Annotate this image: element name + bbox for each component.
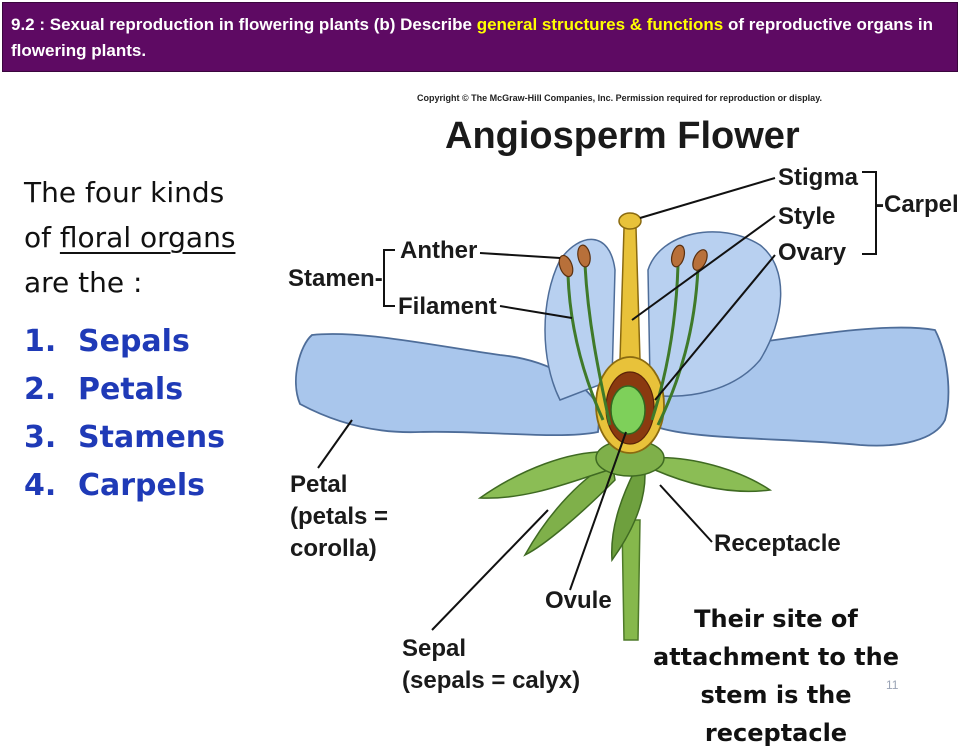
flower-diagram: Copyright © The McGraw-Hill Companies, I… xyxy=(288,93,959,694)
leader-ovule xyxy=(569,431,627,591)
organ-number: 1. xyxy=(24,324,57,359)
label-stigma: Stigma xyxy=(778,164,859,191)
organ-name: Sepals xyxy=(78,324,190,359)
anther-4 xyxy=(692,249,708,271)
organ-name: Carpels xyxy=(78,468,206,503)
organ-name: Stamens xyxy=(78,420,226,455)
label-sepal: Sepal xyxy=(402,635,466,662)
leader-receptacle xyxy=(659,484,713,543)
diagram-title: Angiosperm Flower xyxy=(445,115,800,157)
anther-1 xyxy=(558,254,574,278)
label-stamen: Stamen- xyxy=(288,265,383,292)
label-petal-plural: (petals = xyxy=(290,503,388,530)
organ-list: 1. Sepals 2. Petals 3. Stamens 4. Carpels xyxy=(24,318,225,510)
petal-left xyxy=(295,333,601,437)
anther-3 xyxy=(670,244,686,268)
lead-line-3: are the : xyxy=(24,266,143,299)
organ-item-carpels: 4. Carpels xyxy=(24,462,225,510)
anther-2 xyxy=(577,244,591,268)
note-line-2: attachment to the xyxy=(653,643,899,671)
leader-sepal xyxy=(431,509,549,631)
filament-2 xyxy=(583,264,612,426)
leader-stigma xyxy=(639,177,776,219)
leader-petal xyxy=(317,419,353,469)
lead-line-2-prefix: of xyxy=(24,221,60,254)
label-corolla: corolla) xyxy=(290,535,377,562)
filament-4 xyxy=(656,267,700,426)
ovule xyxy=(610,385,646,435)
title-part-2: of reproductive organs in flowering plan… xyxy=(11,15,933,60)
title-highlight: general structures & functions xyxy=(476,15,724,34)
title-part-1: 9.2 : Sexual reproduction in flowering p… xyxy=(11,15,477,34)
organ-item-stamens: 3. Stamens xyxy=(24,414,225,462)
petal-back-right xyxy=(647,231,782,397)
organ-number: 3. xyxy=(24,420,57,455)
sepal-front xyxy=(611,468,646,563)
label-anther: Anther xyxy=(400,237,477,264)
title-bar: 9.2 : Sexual reproduction in flowering p… xyxy=(2,2,958,72)
organ-item-sepals: 1. Sepals xyxy=(24,318,225,366)
lead-text: The four kinds of floral organs are the … xyxy=(24,170,274,305)
sepal-left xyxy=(523,460,616,557)
filament-1 xyxy=(566,274,605,421)
sepal-right xyxy=(648,456,773,493)
receptacle-note: Their site of attachment to the stem is … xyxy=(628,600,924,752)
style xyxy=(619,227,641,361)
label-calyx: (sepals = calyx) xyxy=(402,667,580,694)
carpel-bracket xyxy=(862,171,877,255)
organ-name: Petals xyxy=(78,372,184,407)
leader-anther xyxy=(479,252,561,259)
note-line-3: stem is the receptacle xyxy=(700,681,852,747)
copyright-notice: Copyright © The McGraw-Hill Companies, I… xyxy=(417,93,822,103)
sepal-mid-left xyxy=(477,451,616,499)
label-filament: Filament xyxy=(398,293,497,320)
organ-number: 2. xyxy=(24,372,57,407)
label-carpel: -Carpel xyxy=(876,191,959,218)
label-petal: Petal xyxy=(290,471,347,498)
label-ovule: Ovule xyxy=(545,587,612,614)
lead-line-2: of floral organs xyxy=(24,215,274,260)
slide-title: 9.2 : Sexual reproduction in flowering p… xyxy=(11,12,951,64)
leader-style xyxy=(631,215,776,321)
floral-organs-term: floral organs xyxy=(59,221,236,254)
slide-number: 11 xyxy=(886,678,899,692)
organ-item-petals: 2. Petals xyxy=(24,366,225,414)
note-line-1: Their site of xyxy=(694,605,858,633)
slide-header: 9.2 : Sexual reproduction in flowering p… xyxy=(0,0,960,76)
leader-ovary xyxy=(654,254,776,401)
label-receptacle: Receptacle xyxy=(714,530,841,557)
stigma xyxy=(618,212,642,230)
label-style: Style xyxy=(778,203,835,230)
lead-line-1: The four kinds xyxy=(24,176,225,209)
label-ovary: Ovary xyxy=(778,239,847,266)
organ-number: 4. xyxy=(24,468,57,503)
leader-filament xyxy=(499,305,573,319)
stamen-bracket xyxy=(383,249,395,307)
